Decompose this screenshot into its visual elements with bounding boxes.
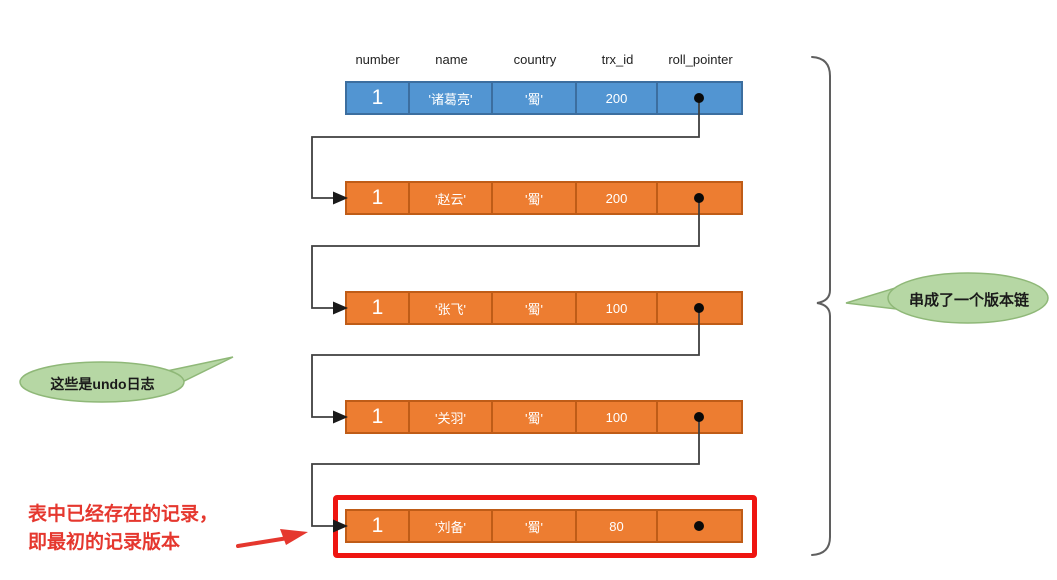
record-row-current: 1 '诸葛亮' '蜀' 200 <box>345 81 743 115</box>
undo-bubble-label: 这些是undo日志 <box>50 376 155 392</box>
cell-trx-id: 100 <box>577 293 658 323</box>
highlight-box-original-record <box>333 495 757 558</box>
cell-country: '蜀' <box>493 293 577 323</box>
cell-roll-pointer <box>658 83 741 113</box>
column-headers: number name country trx_id roll_pointer <box>345 47 743 67</box>
cell-number: 1 <box>347 293 410 323</box>
undo-row-2: 1 '张飞' '蜀' 100 <box>345 291 743 325</box>
column-header-name: name <box>435 52 468 67</box>
cell-name: '诸葛亮' <box>410 83 493 113</box>
cell-trx-id: 100 <box>577 402 658 432</box>
connector-arrowheads <box>333 191 348 533</box>
cell-trx-id: 200 <box>577 83 658 113</box>
existing-record-note-line1: 表中已经存在的记录， <box>28 504 219 525</box>
cell-roll-pointer <box>658 293 741 323</box>
column-header-roll-pointer: roll_pointer <box>668 52 733 67</box>
cell-roll-pointer <box>658 183 741 213</box>
cell-roll-pointer <box>658 402 741 432</box>
chain-bubble-label: 串成了一个版本链 <box>908 292 1029 309</box>
note-arrow-icon <box>236 529 308 548</box>
cell-country: '蜀' <box>493 83 577 113</box>
version-chain-brace <box>811 56 831 556</box>
column-header-country: country <box>513 52 557 67</box>
column-header-trx-id: trx_id <box>601 52 634 67</box>
cell-country: '蜀' <box>493 402 577 432</box>
cell-number: 1 <box>347 183 410 213</box>
cell-number: 1 <box>347 83 410 113</box>
cell-number: 1 <box>347 402 410 432</box>
cell-name: '赵云' <box>410 183 493 213</box>
undo-row-1: 1 '赵云' '蜀' 200 <box>345 181 743 215</box>
column-header-number: number <box>355 52 400 67</box>
cell-country: '蜀' <box>493 183 577 213</box>
cell-name: '张飞' <box>410 293 493 323</box>
cell-name: '关羽' <box>410 402 493 432</box>
undo-row-3: 1 '关羽' '蜀' 100 <box>345 400 743 434</box>
existing-record-note-line2: 即最初的记录版本 <box>28 532 181 553</box>
cell-trx-id: 200 <box>577 183 658 213</box>
